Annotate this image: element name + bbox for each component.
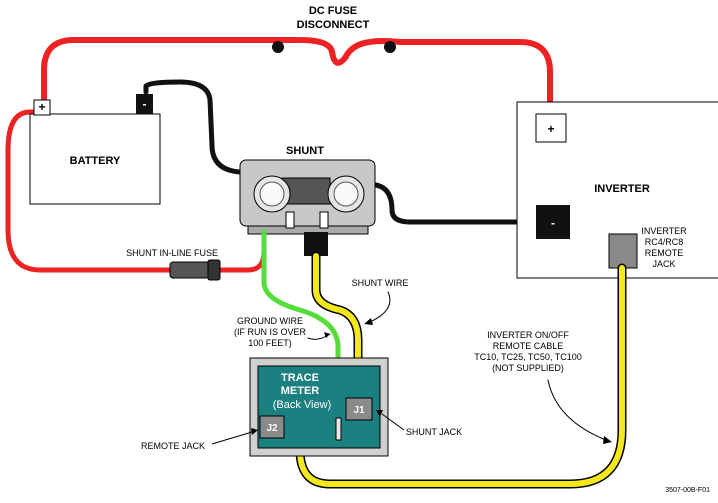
- inverter-positive-sign: +: [547, 122, 554, 136]
- remote-jack-pointer-head: [251, 428, 258, 435]
- negative-wiring: [143, 79, 541, 225]
- battery-label: BATTERY: [70, 155, 121, 167]
- meter-ground-stud: [335, 417, 342, 441]
- j2-jack: [259, 415, 285, 439]
- cable-pointer-head: [603, 436, 612, 444]
- inline-fuse-wire: [5, 109, 173, 273]
- shunt-wiring: SHUNT WIRE: [311, 251, 409, 407]
- shunt-jack-pointer: [381, 413, 405, 431]
- shunt-right-terminal-inner: [333, 181, 359, 207]
- inline-fuse-label: SHUNT IN-LINE FUSE: [126, 248, 218, 258]
- meter-label-2: METER: [281, 385, 320, 397]
- shunt-jack-label: SHUNT JACK: [406, 427, 462, 437]
- inverter-jack-label-2: RC4/RC8: [645, 237, 684, 247]
- ground-label-1: GROUND WIRE: [237, 316, 303, 326]
- cable-label-1: INVERTER ON/OFF: [487, 330, 569, 340]
- fuse-title-line-2: DISCONNECT: [297, 19, 370, 31]
- remote-jack-pointer: [211, 431, 253, 445]
- battery-positive-terminal: [33, 99, 51, 116]
- positive-cable-top: [41, 37, 553, 118]
- inline-fuse-cap: [207, 259, 221, 281]
- cable-pointer: [547, 379, 607, 441]
- shunt-wire-pointer-head: [364, 318, 373, 325]
- shunt-wire-label: SHUNT WIRE: [352, 278, 409, 288]
- inverter-label: INVERTER: [594, 183, 650, 195]
- trace-meter: TRACE METER (Back View) J1 J2: [249, 357, 389, 457]
- inverter-remote-jack: [608, 233, 638, 269]
- shunt-left-screw: [285, 211, 295, 229]
- shunt-left-terminal-inner: [259, 181, 285, 207]
- inverter-jack-label-4: JACK: [652, 259, 675, 269]
- inverter-positive-terminal: [535, 113, 567, 143]
- fuse-title-line-1: DC FUSE: [309, 5, 357, 17]
- inverter-negative-sign: -: [551, 216, 555, 230]
- positive-wiring: [5, 37, 553, 273]
- inverter: INVERTER + - INVERTER RC4/RC8 REMOTE JAC…: [516, 101, 718, 279]
- battery: BATTERY + -: [29, 94, 161, 205]
- fuse-disconnect-left-dot: [272, 41, 284, 53]
- cable-label-4: (NOT SUPPLIED): [492, 363, 564, 373]
- jack-callouts: REMOTE JACK SHUNT JACK: [141, 410, 462, 451]
- shunt-label: SHUNT: [286, 145, 324, 157]
- j2-label: J2: [266, 423, 278, 434]
- ground-pointer-head: [324, 332, 330, 338]
- shunt-wire-fill: [313, 253, 361, 405]
- battery-positive-sign: +: [38, 100, 45, 114]
- ground-label-2: (IF RUN IS OVER: [234, 327, 307, 337]
- remote-jack-label: REMOTE JACK: [141, 441, 205, 451]
- battery-negative-terminal: [136, 94, 153, 114]
- inverter-jack-label-3: REMOTE: [645, 248, 684, 258]
- figure-id: 3507-00B-F01: [665, 487, 710, 494]
- meter-label-3: (Back View): [273, 399, 331, 411]
- inverter-jack-label-1: INVERTER: [641, 226, 687, 236]
- j1-jack: [345, 397, 373, 421]
- shunt-wire-pointer: [369, 291, 391, 323]
- cable-label-2: REMOTE CABLE: [493, 341, 564, 351]
- fuse-to-shunt-wire: [215, 227, 267, 273]
- shunt-jack-pointer-head: [376, 410, 383, 417]
- meter-label-1: TRACE: [281, 372, 319, 384]
- cable-label-3: TC10, TC25, TC50, TC100: [474, 352, 582, 362]
- fuse-disconnect-right-dot: [384, 41, 396, 53]
- battery-body: [29, 113, 161, 205]
- shunt: SHUNT: [239, 145, 376, 256]
- inverter-negative-terminal: [536, 205, 570, 239]
- ground-wiring: GROUND WIRE (IF RUN IS OVER 100 FEET): [234, 229, 341, 443]
- battery-negative-cable: [143, 79, 243, 175]
- shunt-right-screw: [319, 211, 329, 229]
- ground-wire: [261, 229, 341, 443]
- battery-negative-sign: -: [143, 97, 147, 111]
- j1-label: J1: [353, 405, 365, 416]
- inline-fuse: SHUNT IN-LINE FUSE: [126, 248, 221, 281]
- shunt-to-inverter-negative-cable: [373, 182, 541, 225]
- inline-fuse-holder: [169, 261, 211, 279]
- ground-label-3: 100 FEET): [248, 338, 292, 348]
